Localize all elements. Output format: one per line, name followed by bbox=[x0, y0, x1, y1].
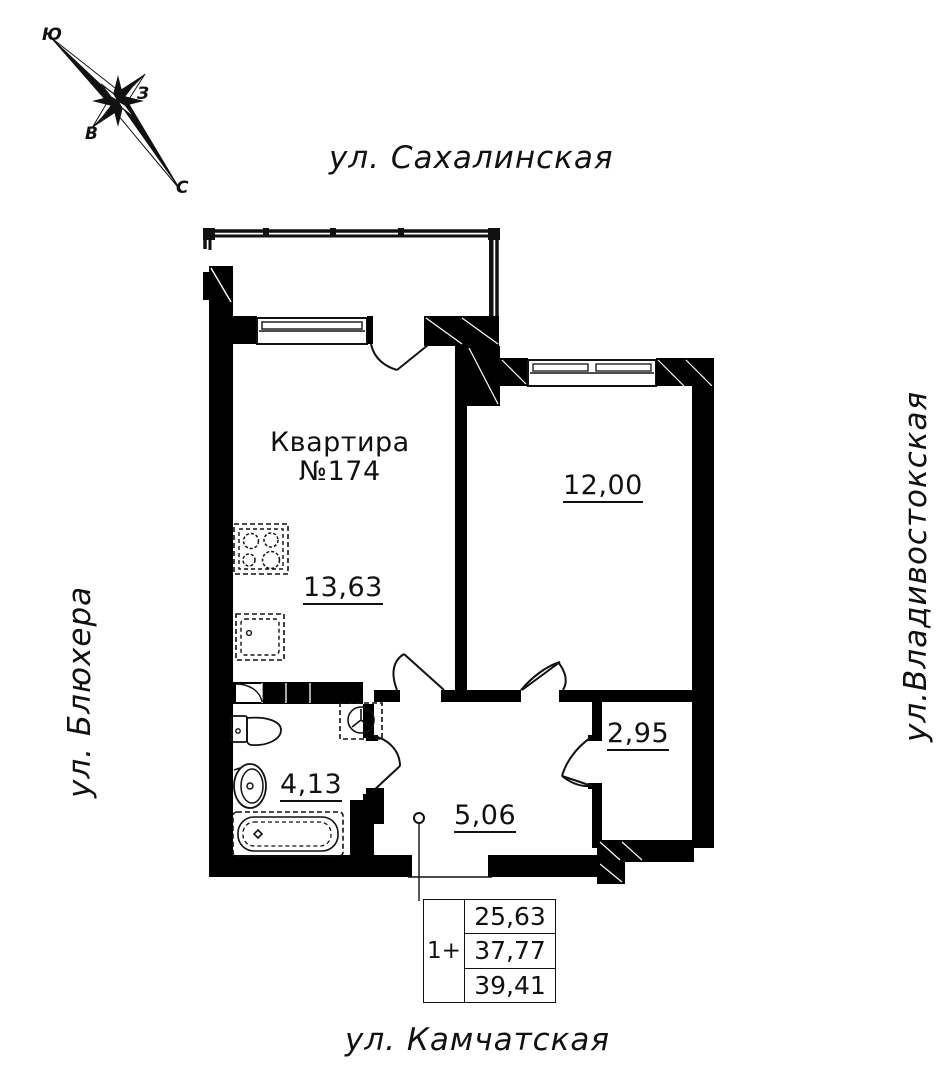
walls bbox=[203, 266, 714, 884]
apartment-title-line2: №174 bbox=[299, 456, 381, 488]
entry-leader-line bbox=[413, 812, 425, 901]
street-label-left: ул. Блюхера bbox=[62, 585, 98, 798]
fixtures bbox=[230, 523, 383, 857]
room-area-storage: 2,95 bbox=[607, 719, 670, 752]
room-area-kitchen-living: 13,63 bbox=[303, 573, 383, 606]
compass-rose bbox=[48, 35, 183, 193]
apartment-title: Квартира №174 bbox=[270, 428, 410, 486]
stove-icon bbox=[233, 523, 289, 575]
area-summary-table: 1+ 25,63 37,77 39,41 bbox=[423, 899, 556, 1003]
compass-label-south: Ю bbox=[42, 25, 62, 45]
total-with-balcony-cell: 39,41 bbox=[474, 970, 546, 1000]
balcony-railing bbox=[203, 228, 500, 345]
total-area-cell: 37,77 bbox=[465, 934, 555, 969]
street-label-bottom: ул. Камчатская bbox=[345, 1022, 611, 1058]
living-area-cell: 25,63 bbox=[465, 900, 555, 935]
sink-icon bbox=[235, 613, 285, 661]
washbasin-icon bbox=[233, 763, 267, 809]
washing-machine-icon bbox=[339, 702, 383, 740]
compass-label-north: С bbox=[176, 178, 189, 198]
street-label-top: ул. Сахалинская bbox=[329, 140, 614, 176]
room-area-hall: 5,06 bbox=[454, 801, 517, 834]
bathtub-icon bbox=[232, 811, 344, 857]
rooms-count-cell: 1+ bbox=[424, 900, 465, 1002]
room-area-bedroom: 12,00 bbox=[563, 471, 643, 504]
room-area-bathroom: 4,13 bbox=[280, 770, 343, 803]
door-swings bbox=[370, 343, 593, 793]
compass-label-west: З bbox=[137, 84, 150, 104]
toilet-icon bbox=[230, 715, 282, 746]
compass-label-east: В bbox=[85, 124, 98, 144]
street-label-right: ул.Владивостокская bbox=[898, 390, 934, 742]
apartment-title-line1: Квартира bbox=[270, 427, 410, 458]
